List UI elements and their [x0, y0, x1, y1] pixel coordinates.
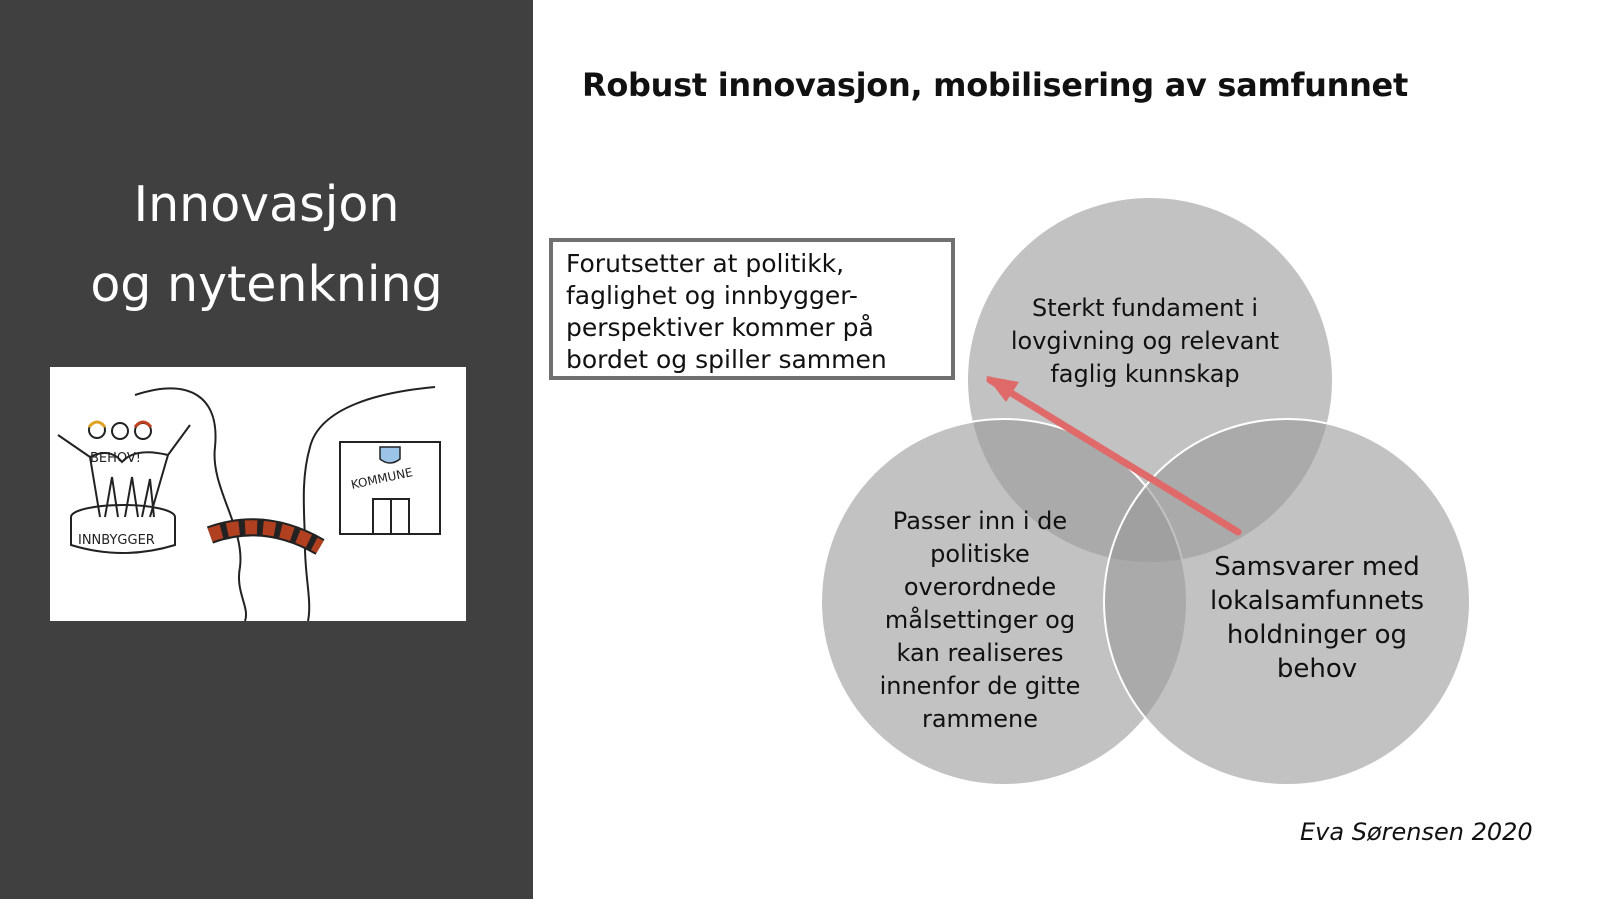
arrow-head-icon — [986, 376, 1019, 402]
banner-top — [89, 451, 169, 464]
venn-circle-right — [1103, 418, 1471, 786]
sidebar-panel: Innovasjon og nytenkning INNBYGGER BEHOV… — [0, 0, 533, 899]
slide-title: Robust innovasjon, mobilisering av samfu… — [582, 66, 1408, 104]
sidebar-title-line1: Innovasjon — [133, 176, 400, 233]
sidebar-title-line2: og nytenkning — [90, 256, 443, 313]
road-line-right — [302, 386, 436, 621]
callout-text: Forutsetter at politikk, faglighet og in… — [566, 249, 887, 374]
sketch-illustration: INNBYGGER BEHOV! KOMMUNE — [50, 367, 466, 621]
sidebar-title: Innovasjon og nytenkning — [0, 165, 533, 325]
venn-diagram — [820, 196, 1471, 786]
road-line-left — [134, 387, 248, 621]
venn-label-right: Samsvarer med lokalsamfunnets holdninger… — [1209, 552, 1425, 684]
pedestal-body — [70, 517, 176, 554]
callout-box: Forutsetter at politikk, faglighet og in… — [549, 238, 955, 380]
person-hair-3 — [133, 420, 153, 428]
sketch-drawing: INNBYGGER BEHOV! KOMMUNE — [57, 386, 441, 621]
venn-label-left: Passer inn i de politiske overordnede må… — [879, 507, 1081, 733]
sketch-label-behov: BEHOV! — [90, 451, 141, 466]
venn-label-top: Sterkt fundament i lovgivning og relevan… — [1010, 294, 1280, 388]
credit-text: Eva Sørensen 2020 — [1300, 818, 1533, 846]
arrow-line — [986, 376, 1242, 536]
coat-of-arms-icon — [379, 446, 401, 464]
person-head-2 — [111, 422, 129, 440]
person-hair-1 — [87, 420, 107, 428]
sketch-label-innbygger: INNBYGGER — [78, 533, 155, 548]
bridge-planks — [207, 520, 324, 554]
people-legs — [104, 476, 155, 518]
